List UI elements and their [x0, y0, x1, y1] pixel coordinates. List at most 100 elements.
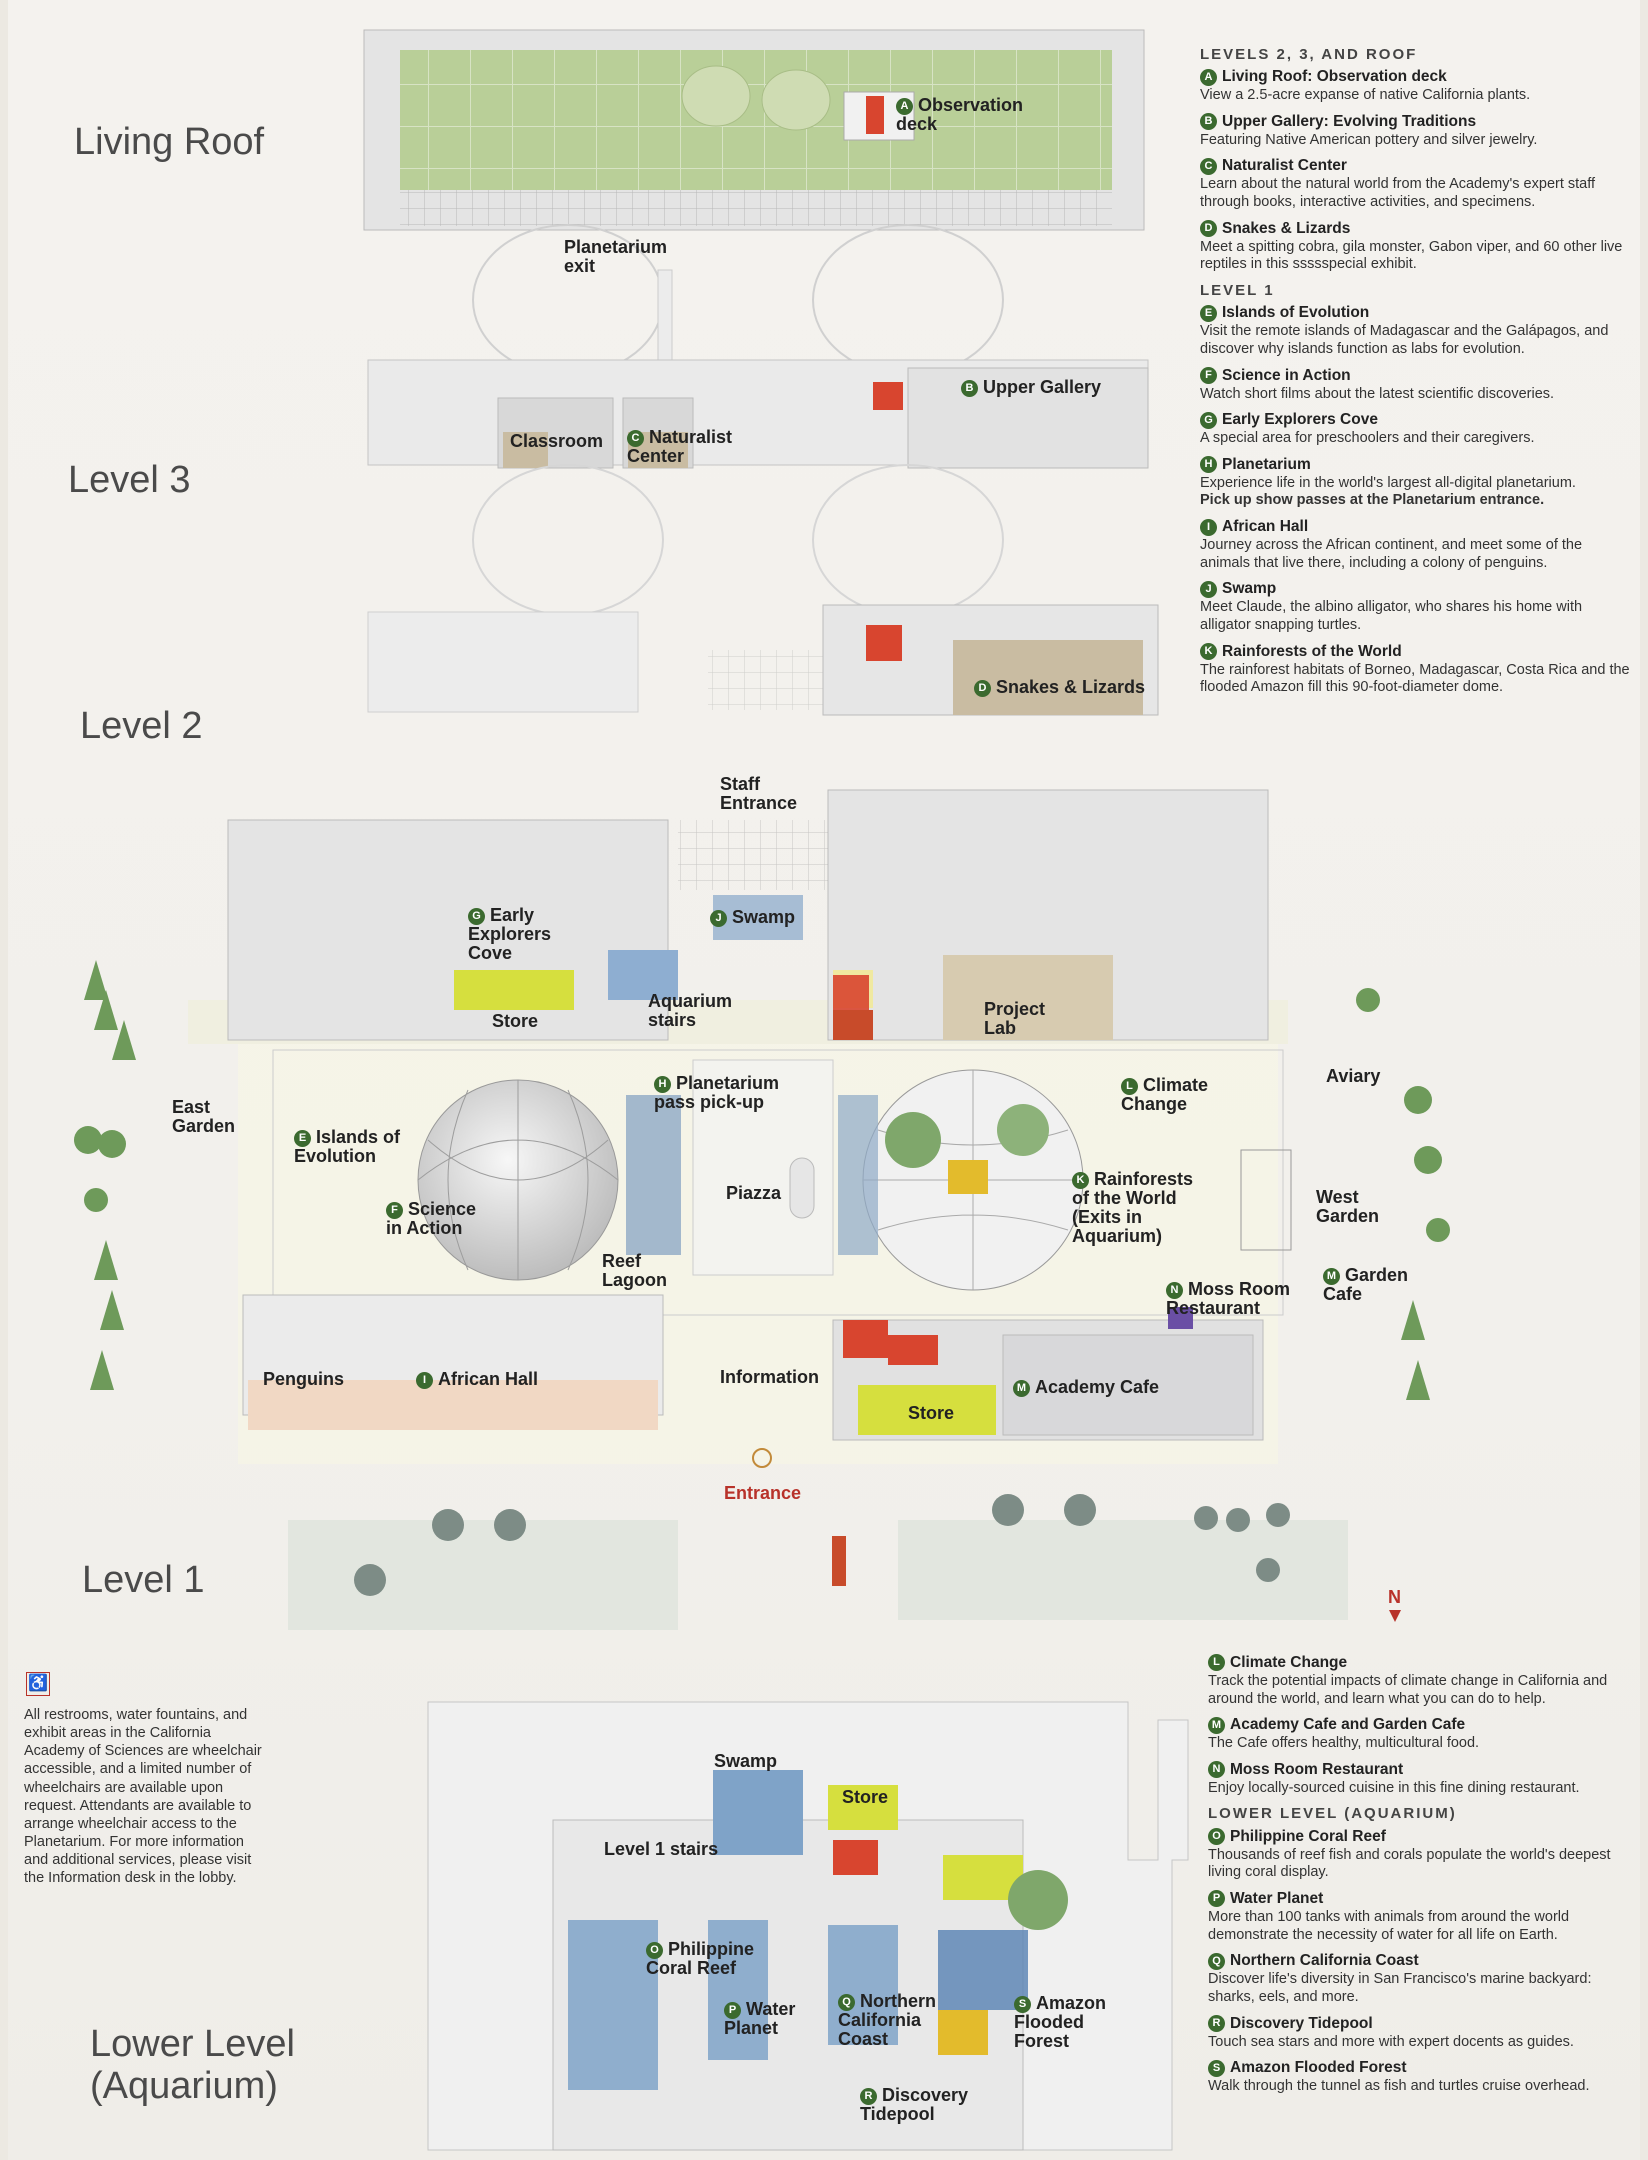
label-aviary[interactable]: Aviary — [1326, 1066, 1381, 1086]
label-text: Climate Change — [1121, 1075, 1209, 1114]
badge-g: G — [468, 907, 485, 925]
label-piazza[interactable]: Piazza — [726, 1183, 782, 1203]
badge-p: P — [724, 2001, 741, 2019]
badge-l: L — [1121, 1077, 1138, 1095]
legend-badge: B — [1200, 113, 1217, 131]
legend-desc: Visit the remote islands of Madagascar a… — [1200, 323, 1609, 357]
legend-title: Discovery Tidepool — [1230, 2014, 1373, 2032]
label-text: Swamp — [732, 907, 796, 927]
legend-desc: The Cafe offers healthy, multicultural f… — [1208, 1735, 1480, 1752]
label-text: Amazon Flooded Forest — [1014, 1993, 1107, 2051]
label-text: Islands of Evolution — [294, 1127, 401, 1166]
legend-heading-level1: LEVEL 1 — [1200, 282, 1275, 300]
accessibility-note: All restrooms, water fountains, and exhi… — [24, 1707, 262, 1887]
label-reef-lagoon[interactable]: Reef Lagoon — [602, 1251, 667, 1290]
label-text: Philippine Coral Reef — [646, 1939, 755, 1978]
legend-desc: Track the potential impacts of climate c… — [1208, 1672, 1608, 1707]
legend-title: Snakes & Lizards — [1222, 219, 1351, 237]
legend-badge: I — [1200, 518, 1217, 536]
legend-title: Moss Room Restaurant — [1230, 1760, 1404, 1778]
label-lower-store[interactable]: Store — [842, 1787, 889, 1807]
label-store-lower-right[interactable]: Store — [908, 1403, 955, 1423]
badge-n: N — [1166, 1281, 1183, 1299]
legend-desc: Featuring Native American pottery and si… — [1200, 131, 1538, 148]
label-planetarium-exit[interactable]: Planetarium exit — [564, 237, 668, 276]
legend-title: Living Roof: Observation deck — [1222, 68, 1447, 86]
badge-i: I — [416, 1371, 433, 1389]
badge-j: J — [710, 909, 727, 927]
label-swamp[interactable]: J Swamp — [710, 908, 795, 927]
label-staff-entrance[interactable]: Staff Entrance — [720, 774, 798, 813]
legend-desc: Experience life in the world's largest a… — [1200, 474, 1576, 491]
badge-a: A — [896, 97, 913, 115]
legend-desc-note: Pick up show passes at the Planetarium e… — [1200, 492, 1545, 509]
legend-title: Philippine Coral Reef — [1230, 1827, 1386, 1845]
label-text: Snakes & Lizards — [996, 677, 1146, 697]
legend-title: Water Planet — [1230, 1890, 1324, 1908]
label-aquarium-stairs[interactable]: Aquarium stairs — [648, 991, 733, 1030]
legend-badge: H — [1200, 456, 1217, 474]
label-text: Naturalist Center — [627, 427, 733, 466]
label-store-upper-left[interactable]: Store — [492, 1011, 539, 1031]
legend-desc: Journey across the African continent, an… — [1200, 537, 1583, 571]
label-classroom[interactable]: Classroom — [510, 431, 604, 451]
label-project-lab[interactable]: Project Lab — [984, 999, 1046, 1038]
label-penguins[interactable]: Penguins — [263, 1369, 345, 1389]
legend-title: Islands of Evolution — [1222, 304, 1370, 322]
label-text: Discovery Tidepool — [860, 2085, 969, 2124]
legend-title: Naturalist Center — [1222, 157, 1347, 175]
legend-desc: More than 100 tanks with animals from ar… — [1208, 1908, 1570, 1943]
legend-title: Early Explorers Cove — [1222, 411, 1378, 429]
legend-desc: View a 2.5-acre expanse of native Califo… — [1200, 87, 1531, 104]
label-level1-stairs[interactable]: Level 1 stairs — [604, 1839, 719, 1859]
badge-h: H — [654, 1075, 671, 1093]
level-title-3: Level 3 — [68, 459, 191, 501]
legend-title: Amazon Flooded Forest — [1230, 2059, 1407, 2077]
legend-heading-upper: LEVELS 2, 3, AND ROOF — [1200, 46, 1418, 63]
legend-desc: A special area for preschoolers and thei… — [1200, 430, 1535, 447]
legend-desc: Discover life's diversity in San Francis… — [1208, 1971, 1592, 2005]
label-text: Moss Room Restaurant — [1166, 1279, 1291, 1318]
legend-title: Swamp — [1222, 580, 1277, 598]
label-east-garden[interactable]: East Garden — [172, 1097, 236, 1136]
label-west-garden[interactable]: West Garden — [1316, 1187, 1380, 1226]
legend-desc: Meet Claude, the albino alligator, who s… — [1200, 599, 1583, 633]
legend-desc: Enjoy locally-sourced cuisine in this fi… — [1208, 1779, 1580, 1796]
label-text: Observation deck — [896, 95, 1024, 134]
level-title-roof: Living Roof — [74, 121, 265, 163]
label-lower-swamp[interactable]: Swamp — [714, 1751, 778, 1771]
label-entrance[interactable]: Entrance — [724, 1483, 802, 1503]
legend-badge: F — [1200, 367, 1217, 385]
label-information[interactable]: Information — [720, 1367, 819, 1387]
